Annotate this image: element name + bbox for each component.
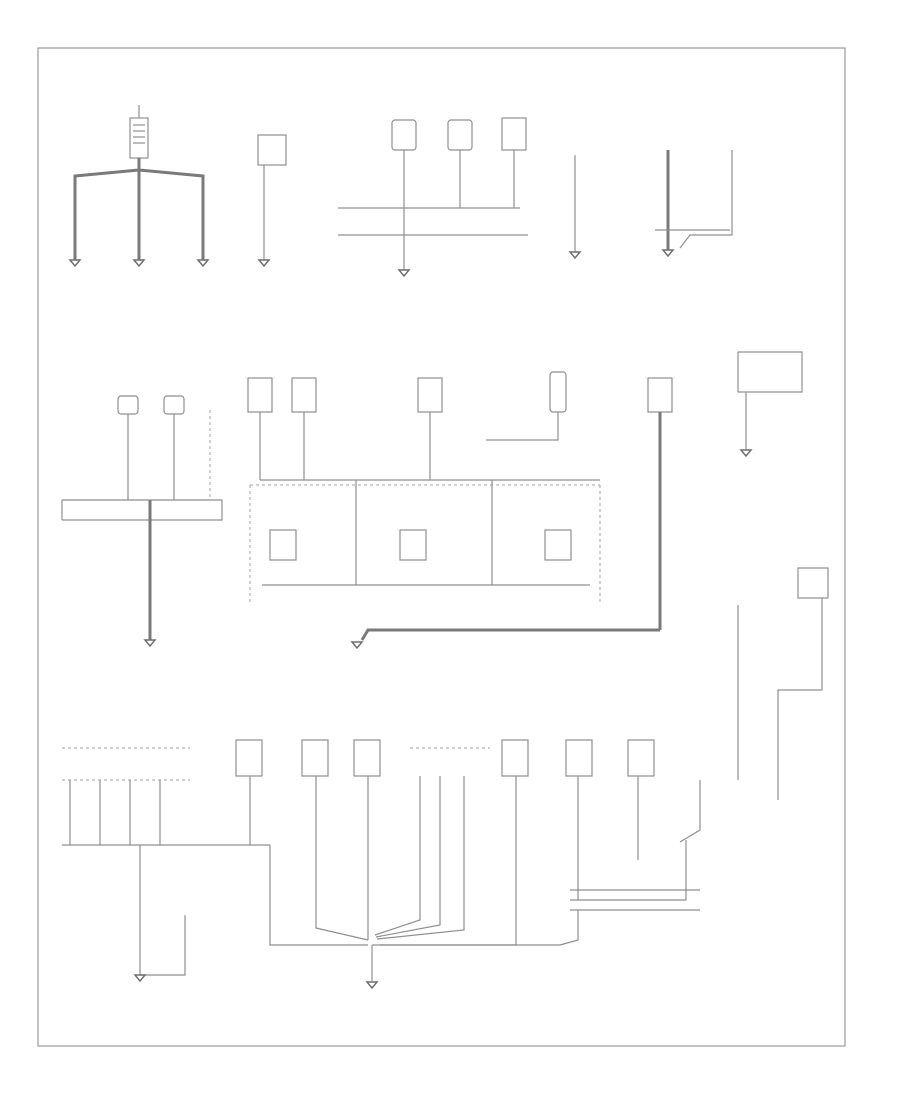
diagram-border — [37, 47, 846, 1047]
body-control-group — [247, 371, 673, 650]
ground-g102 — [568, 155, 582, 260]
instrument-panel-ground — [737, 351, 803, 458]
right-side-group — [679, 567, 829, 843]
battery-group — [68, 105, 210, 268]
ground-g101 — [257, 134, 287, 268]
left-lamp-group — [61, 395, 223, 648]
ground-g103 — [655, 150, 733, 258]
lamp-group-1 — [338, 117, 528, 278]
bottom-ground-group — [62, 739, 700, 990]
